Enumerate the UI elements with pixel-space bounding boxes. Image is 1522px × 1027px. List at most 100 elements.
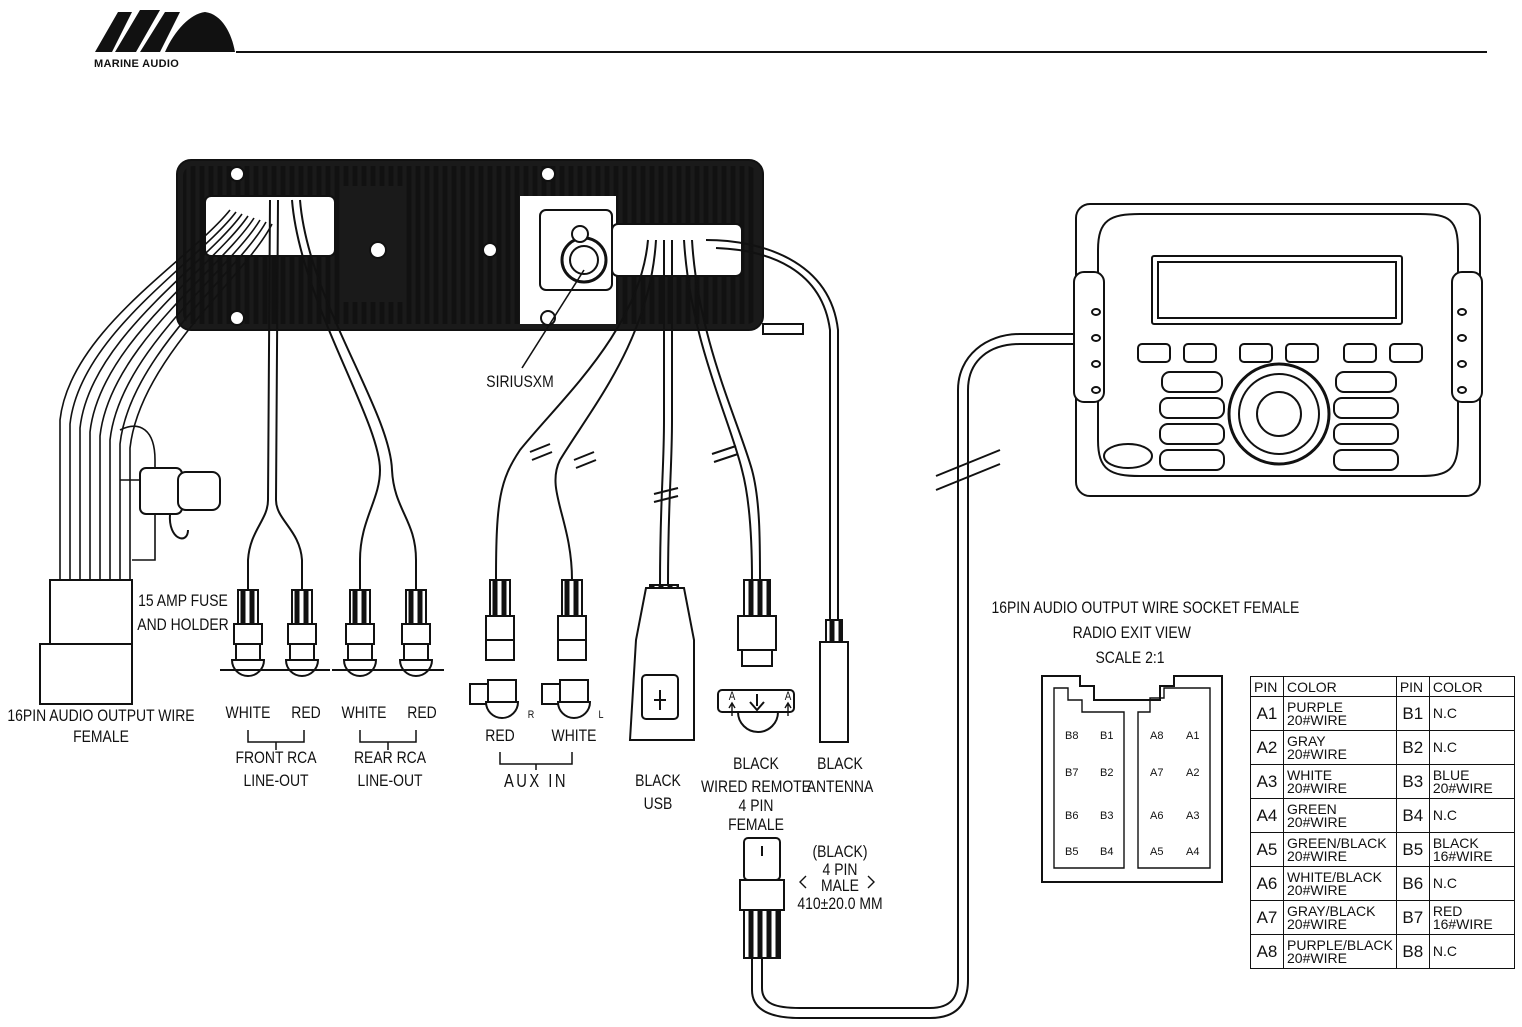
harness-label-line2: FEMALE [73,727,129,746]
pin-table-header-row: PIN COLOR PIN COLOR [1250,676,1515,697]
color-line: 16#WIRE [1432,847,1493,864]
pin-b-cell: B4 [1395,798,1430,833]
male-plug-label-line1: (BLACK) [812,842,868,861]
color-b-cell: N.C [1428,730,1515,765]
front-rca-label-line2: LINE-OUT [243,771,309,790]
remote-label-line3: 4 PIN [738,796,774,815]
socket-pin: A2 [1186,767,1200,779]
color-line: 20#WIRE [1287,847,1347,864]
socket-pin: A1 [1186,730,1200,742]
color-line: 20#WIRE [1287,881,1347,898]
remote-a-arrows [728,701,875,889]
color-line: N.C [1432,739,1457,755]
head-unit-rear-chassis [176,159,804,335]
rear-white-label: WHITE [341,703,387,722]
color-line: GREEN [1287,800,1337,817]
pin-b-cell: B8 [1395,934,1430,969]
fuse-label-line2: AND HOLDER [137,615,229,634]
remote-label-line4: FEMALE [728,815,784,834]
socket-pin: A3 [1186,810,1200,822]
aux-usb-remote-cables [495,239,839,620]
harness-connector-16pin [39,579,133,705]
socket-pin: A4 [1186,846,1200,858]
aux-plugs [469,579,592,719]
color-b-cell: N.C [1428,798,1515,833]
pin-b-cell: B2 [1395,730,1430,765]
siriusxm-leader [521,269,585,369]
color-line: WHITE/BLACK [1287,868,1382,885]
pin-b-cell: B1 [1395,696,1430,731]
color-line: 20#WIRE [1287,745,1347,762]
color-line: 20#WIRE [1287,813,1347,830]
color-b-cell: N.C [1428,934,1515,969]
color-b-cell: N.C [1428,866,1515,901]
usb-label-line1: BLACK [635,771,681,790]
pin-b-cell: B5 [1395,832,1430,867]
front-white-label: WHITE [225,703,271,722]
color-line: BLACK [1432,834,1479,851]
antenna-label-line2: ANTENNA [806,777,874,796]
color-line: PURPLE [1287,698,1344,715]
remote-connector [717,579,795,733]
front-rca-label-line1: FRONT RCA [235,748,317,767]
color-line: BLUE [1432,766,1470,783]
color-line: N.C [1432,705,1457,721]
remote-label-line1: BLACK [733,754,779,773]
socket-pin: B4 [1100,846,1114,858]
socket-pin: A8 [1150,730,1164,742]
aux-in-label: AUX IN [504,771,568,791]
remote-label-line2: WIRED REMOTE [701,777,811,796]
header-pin-b: PIN [1395,676,1430,697]
pin-a-cell: A6 [1250,866,1284,901]
color-line: PURPLE/BLACK [1287,936,1393,953]
socket-drawing [1041,675,1223,883]
cable-break-marks [529,443,1001,503]
pin-a-cell: A3 [1250,764,1284,799]
color-line: 20#WIRE [1287,779,1347,796]
remote-a-right: A [784,689,792,703]
marine-audio-logo-mark [95,10,235,52]
antenna-plug [819,619,849,743]
pin-b-cell: B7 [1395,900,1430,935]
socket-pin: A7 [1150,767,1164,779]
socket-view-label: RADIO EXIT VIEW [1072,623,1191,642]
aux-white-label: WHITE [551,726,597,745]
socket-pin: B1 [1100,730,1114,742]
male-plug-label-line2: 4 PIN [822,860,858,879]
header-pin-a: PIN [1250,676,1284,697]
pin-b-cell: B6 [1395,866,1430,901]
color-line: RED [1432,902,1463,919]
rear-rca-label-line1: REAR RCA [353,748,427,767]
remote-panel-cable [751,343,1078,1019]
rear-red-label: RED [407,703,437,722]
color-line: GREEN/BLACK [1287,834,1387,851]
pin-a-cell: A4 [1250,798,1284,833]
aux-r-label: R [527,709,535,721]
color-line: 20#WIRE [1287,915,1347,932]
socket-scale-label: SCALE 2:1 [1095,648,1165,667]
male-plug-label-line3: MALE [821,876,859,895]
pin-a-cell: A8 [1250,934,1284,969]
pin-a-cell: A5 [1250,832,1284,867]
cable-length-label: 410±20.0 MM [797,894,883,913]
usb-connector [628,584,695,741]
harness-wires [59,209,273,580]
harness-label-line1: 16PIN AUDIO OUTPUT WIRE [7,706,195,725]
color-line: N.C [1432,875,1457,891]
color-line: 20#WIRE [1287,711,1347,728]
